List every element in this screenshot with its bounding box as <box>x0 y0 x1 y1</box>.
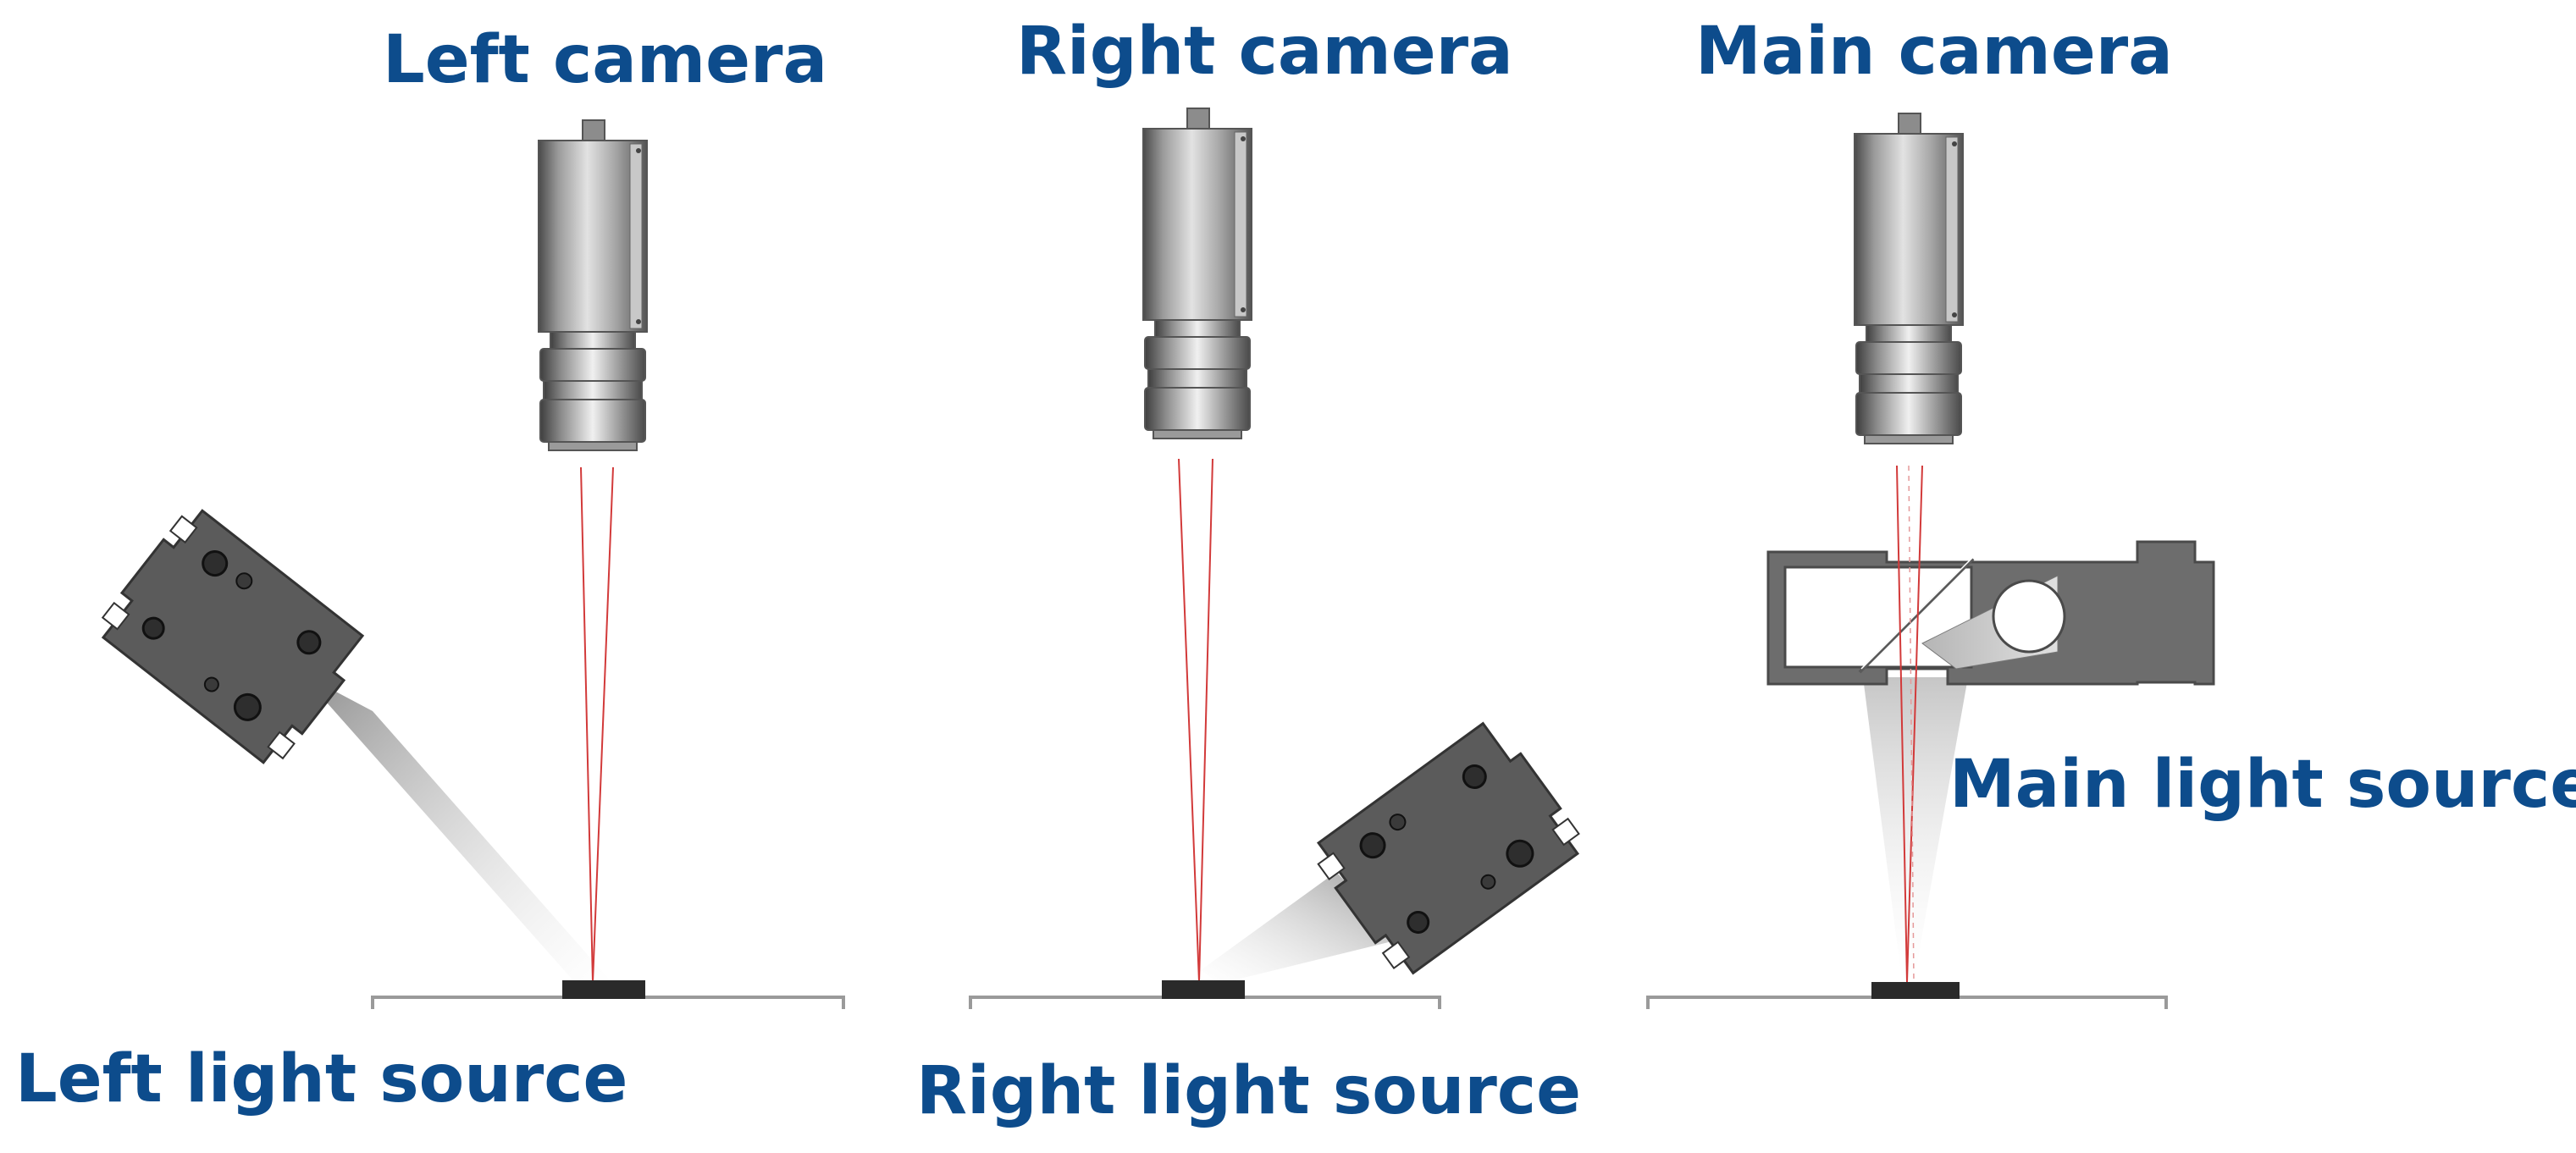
left-ground-line <box>371 996 845 1009</box>
left-camera-ray <box>580 466 594 983</box>
left-sample <box>562 980 645 999</box>
left-camera-ray <box>592 466 614 983</box>
left-camera <box>538 119 648 451</box>
right-camera-ray <box>1198 458 1213 983</box>
left-setup <box>91 119 845 1009</box>
left-light-beam <box>301 673 613 985</box>
left-camera-label: Left camera <box>383 22 828 98</box>
left-light-source-label: Left light source <box>15 1041 628 1117</box>
main-camera-ray <box>1896 465 1908 983</box>
main-ground-line <box>1646 996 2168 1009</box>
right-setup <box>969 108 1589 1009</box>
right-camera <box>1142 108 1252 439</box>
main-camera-ray <box>1908 465 1915 983</box>
right-camera-label: Right camera <box>1016 14 1513 90</box>
main-camera-ray <box>1906 465 1923 983</box>
right-ground-line <box>969 996 1441 1009</box>
left-light-module <box>91 501 374 772</box>
main-light-source-label: Main light source <box>1949 747 2576 823</box>
beam-splitter <box>1858 557 1975 674</box>
main-sample <box>1871 982 1960 999</box>
right-sample <box>1162 980 1245 999</box>
right-light-source-label: Right light source <box>916 1053 1582 1129</box>
main-light-module <box>1766 540 2215 686</box>
main-light-cone <box>1863 677 1968 982</box>
main-camera <box>1854 113 1964 444</box>
main-camera-label: Main camera <box>1695 14 2173 90</box>
main-setup <box>1646 113 2215 1009</box>
right-camera-ray <box>1178 458 1200 983</box>
